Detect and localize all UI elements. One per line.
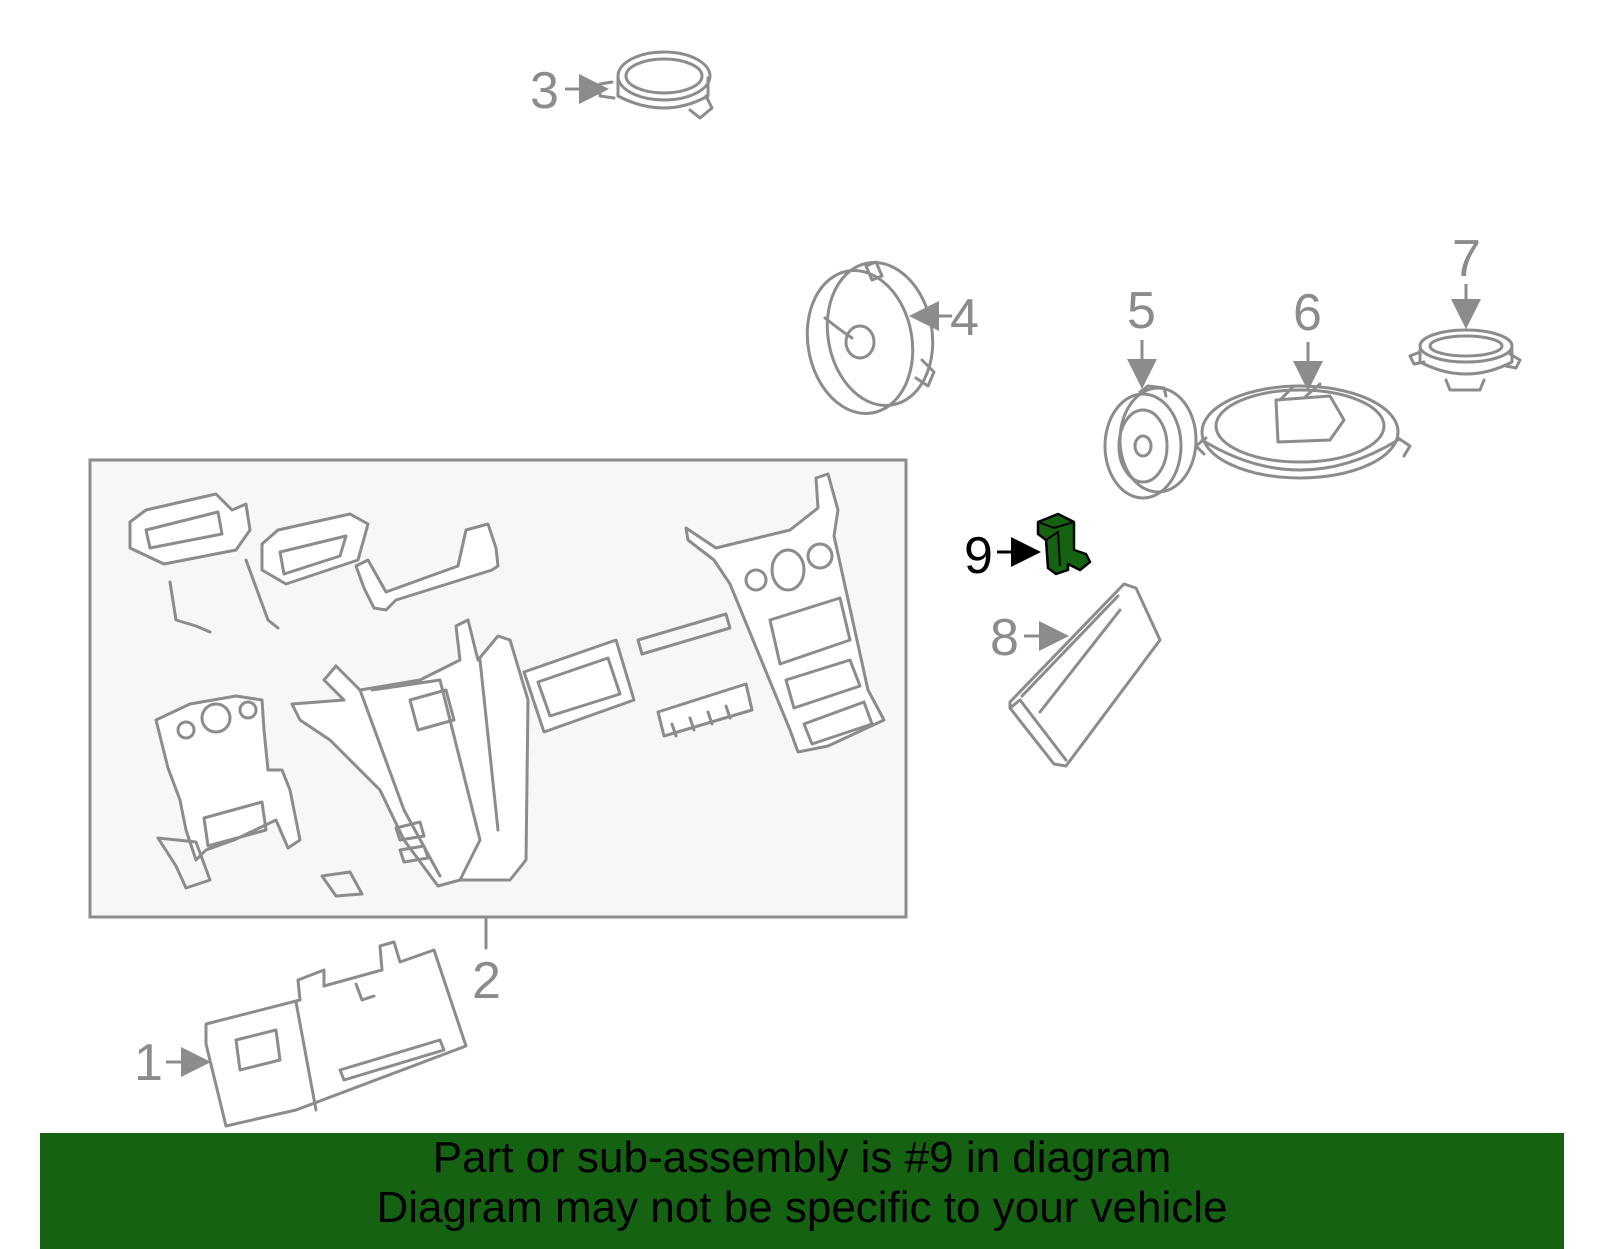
callout-6: 6 [1293,284,1322,342]
part-9-highlighted-module[interactable] [1036,512,1092,576]
banner-line-1: Part or sub-assembly is #9 in diagram [432,1133,1172,1182]
part-7-speaker-ring[interactable] [1408,328,1522,392]
part-5-tweeter[interactable] [1103,384,1198,500]
part-8-amplifier[interactable] [1008,582,1162,768]
banner-line-2: Diagram may not be specific to your vehi… [376,1183,1228,1232]
part-6-subwoofer[interactable] [1194,382,1412,480]
callout-1: 1 [134,1034,163,1092]
part-2-assembly-group[interactable] [88,458,908,919]
callout-4: 4 [950,289,979,347]
callout-9: 9 [964,527,993,585]
callout-3: 3 [530,62,559,120]
info-banner: Part or sub-assembly is #9 in diagram Di… [40,1133,1564,1249]
part-4-speaker[interactable] [796,254,943,422]
callout-2: 2 [472,952,501,1010]
callout-7: 7 [1452,230,1481,288]
part-1-radio[interactable] [204,940,468,1128]
part-3-speaker-ring[interactable] [598,50,714,120]
callout-8: 8 [990,609,1019,667]
callout-5: 5 [1127,282,1156,340]
